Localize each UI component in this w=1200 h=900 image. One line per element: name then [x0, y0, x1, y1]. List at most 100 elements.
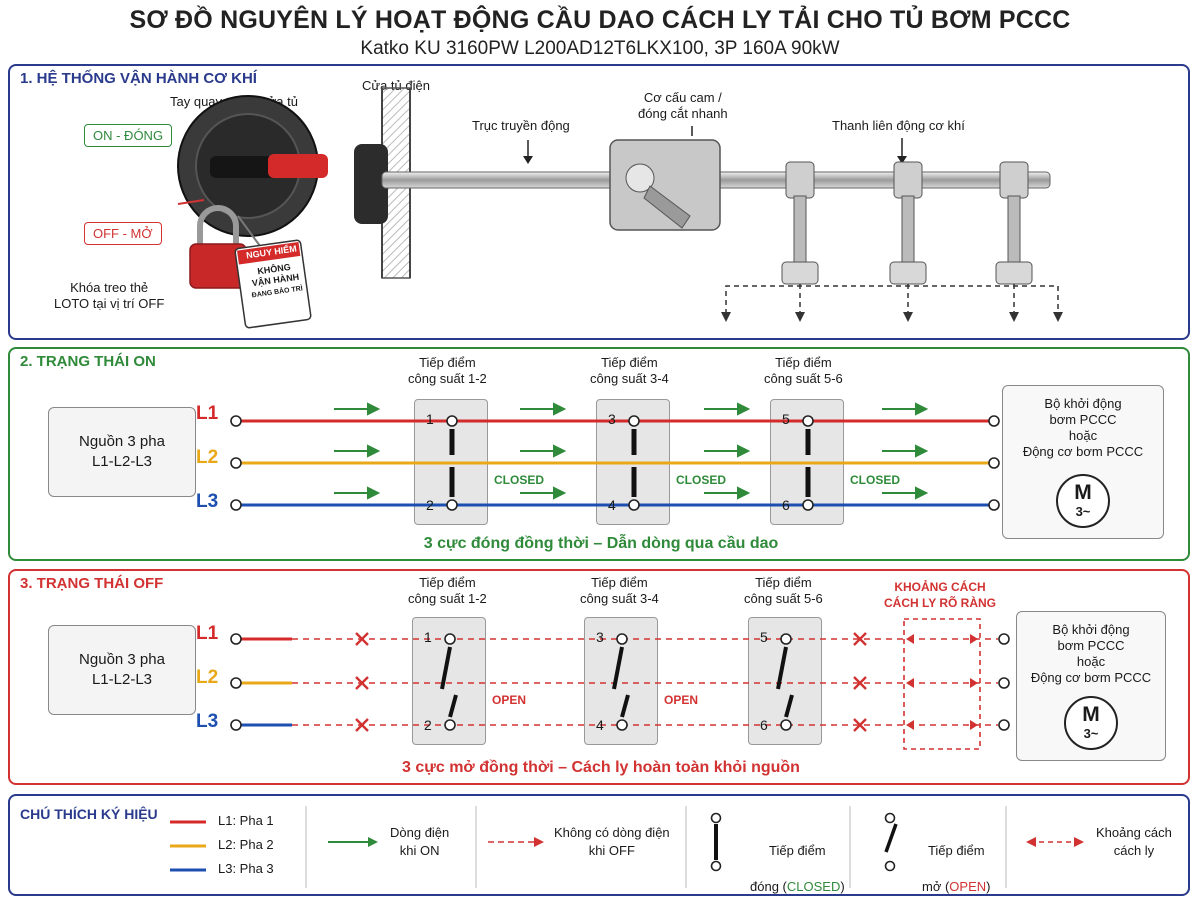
isolation-gap-label: KHOẢNG CÁCH CÁCH LY RÕ RÀNG — [884, 579, 996, 611]
off-phase-l2: L2 — [196, 667, 219, 688]
off-badge: OFF - MỞ — [84, 222, 162, 245]
legend-red-dashed-arrow-icon — [488, 837, 544, 847]
loto-tag-icon — [234, 215, 312, 329]
off-live-stubs — [240, 637, 292, 727]
closed-line1: Tiếp điểm — [769, 843, 826, 858]
on-source-box: Nguồn 3 pha L1-L2-L3 — [48, 407, 196, 497]
on-state-1: CLOSED — [494, 473, 545, 487]
on-phase-l1: L1 — [196, 403, 219, 424]
loto-label-line1: Khóa treo thẻ — [70, 280, 149, 295]
load-line1: Bộ khởi động — [1044, 396, 1122, 411]
mechanical-title: 1. HỆ THỐNG VẬN HÀNH CƠ KHÍ — [20, 70, 257, 87]
load-line2: bơm PCCC — [1049, 412, 1117, 427]
tag-text: KHÔNG VẬN HÀNH ĐANG BẢO TRÌ — [248, 261, 304, 302]
shaft-label: Trục truyền động — [472, 118, 570, 133]
on-phase-l2: L2 — [196, 447, 219, 468]
page-title: SƠ ĐỒ NGUYÊN LÝ HOẠT ĐỘNG CẦU DAO CÁCH L… — [129, 6, 1071, 34]
on-caption: 3 cực đóng đồng thời – Dẫn dòng qua cầu … — [423, 535, 779, 552]
loto-label: Khóa treo thẻ LOTO tại vị trí OFF — [54, 280, 164, 312]
legend-isolation: Khoảng cách cách ly — [1096, 825, 1172, 858]
legend-isolation-icon — [1026, 837, 1084, 847]
open-end: ) — [986, 879, 991, 894]
mechanical-drawing — [177, 87, 1063, 329]
off-state-1: OPEN — [492, 693, 527, 707]
on-panel: 2. TRẠNG THÁI ON Nguồn 3 pha L1-L2-L3 L1… — [8, 347, 1190, 561]
loto-label-line2: LOTO tại vị trí OFF — [54, 296, 165, 311]
legend-title: CHÚ THÍCH KÝ HIỆU — [20, 806, 158, 822]
label-line2: công suất 1-2 — [408, 371, 487, 386]
off-load-box: Bộ khởi động bơm PCCC hoặc Động cơ bơm P… — [1016, 611, 1166, 761]
legend-l3: L3: Pha 3 — [218, 861, 274, 876]
linkage-dashed — [725, 284, 1059, 318]
on-title: 2. TRẠNG THÁI ON — [20, 353, 156, 370]
label-line2: công suất 5-6 — [744, 591, 823, 606]
motor-icon: M 3~ — [1056, 474, 1110, 528]
label-line1: Tiếp điểm — [755, 575, 812, 590]
gap-label-line1: KHOẢNG CÁCH — [894, 580, 986, 594]
off-source-box: Nguồn 3 pha L1-L2-L3 — [48, 625, 196, 715]
cam-mechanism — [609, 139, 721, 231]
motor-symbol: M — [1082, 703, 1100, 726]
label-line2: công suất 5-6 — [764, 371, 843, 386]
on-terminals — [230, 415, 1000, 511]
isolation-arrows — [906, 634, 978, 730]
legend-green-arrow-icon — [328, 837, 378, 847]
on-phase-l3: L3 — [196, 491, 219, 512]
label-line1: Tiếp điểm — [419, 355, 476, 370]
off-terminal-4: 4 — [596, 717, 604, 733]
off-terminal-6: 6 — [760, 717, 768, 733]
on-lines — [240, 419, 990, 507]
legend-dividers — [305, 806, 1007, 888]
off-state-2: OPEN — [664, 693, 699, 707]
on-current-arrows — [334, 402, 929, 500]
load-line3: hoặc — [1076, 654, 1106, 669]
isolation-gap-box — [903, 618, 981, 750]
label-line2: công suất 1-2 — [408, 591, 487, 606]
on-state-3: CLOSED — [850, 473, 901, 487]
legend-open-contact-icon — [884, 812, 898, 872]
open-line2: mở ( — [922, 879, 950, 894]
on-terminal-1: 1 — [426, 411, 434, 427]
off-title: 3. TRẠNG THÁI OFF — [20, 575, 164, 592]
off-x-marks — [355, 632, 867, 732]
off-open-contacts — [440, 646, 794, 718]
on-circuit — [230, 402, 1000, 511]
legend-l2: L2: Pha 2 — [218, 837, 274, 852]
on-terminal-2: 2 — [426, 497, 434, 513]
on-terminal-6: 6 — [782, 497, 790, 513]
page-subtitle: Katko KU 3160PW L200AD12T6LKX100, 3P 160… — [360, 38, 840, 59]
off-circuit — [230, 618, 1010, 750]
off-phase-l3: L3 — [196, 711, 219, 732]
motor-icon: M 3~ — [1064, 696, 1118, 750]
legend-l1: L1: Pha 1 — [218, 813, 274, 828]
legend-open: Tiếp điểm mở (OPEN) — [922, 824, 990, 896]
off-dead-lines — [292, 638, 998, 726]
open-word: OPEN — [949, 879, 987, 894]
mechanical-panel: 1. HỆ THỐNG VẬN HÀNH CƠ KHÍ Tay quay ngo… — [8, 64, 1190, 340]
on-terminal-4: 4 — [608, 497, 616, 513]
off-terminal-2: 2 — [424, 717, 432, 733]
on-load-box: Bộ khởi động bơm PCCC hoặc Động cơ bơm P… — [1002, 385, 1164, 539]
label-line2: công suất 3-4 — [580, 591, 659, 606]
rotary-handle[interactable] — [177, 95, 328, 237]
motor-sub: 3~ — [1083, 726, 1099, 741]
closed-word: CLOSED — [786, 879, 841, 894]
off-panel: 3. TRẠNG THÁI OFF Nguồn 3 pha L1-L2-L3 L… — [8, 569, 1190, 785]
loto-pointer — [177, 199, 205, 205]
load-line4: Động cơ bơm PCCC — [1022, 444, 1144, 459]
cam-label: Cơ cấu cam / đóng cắt nhanh — [638, 90, 728, 122]
legend-symbols — [170, 806, 1084, 888]
off-terminal-5: 5 — [760, 629, 768, 645]
off-terminal-1: 1 — [424, 629, 432, 645]
door-label: Cửa tủ điện — [362, 78, 430, 93]
cam-label-line1: Cơ cấu cam / — [643, 90, 722, 105]
cam-label-line2: đóng cắt nhanh — [638, 106, 728, 121]
on-terminal-5: 5 — [782, 411, 790, 427]
on-badge: ON - ĐÓNG — [84, 124, 173, 147]
